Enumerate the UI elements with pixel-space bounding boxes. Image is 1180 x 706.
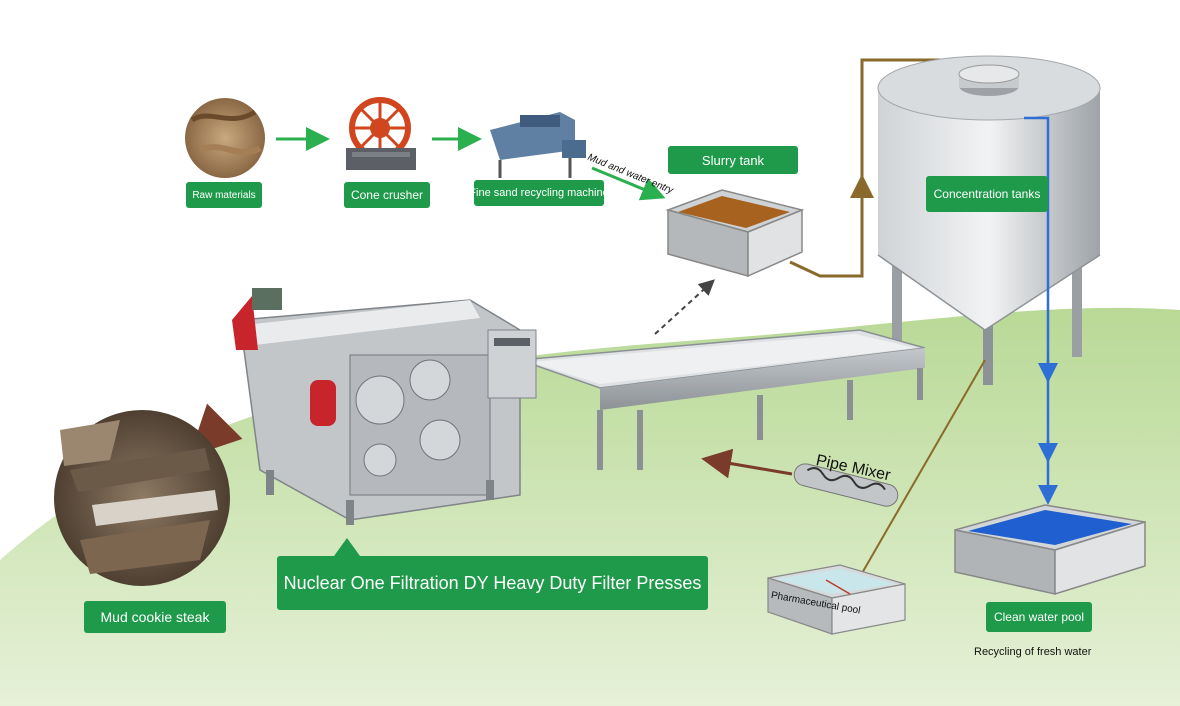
- pipe-mixer-image: [793, 463, 899, 507]
- fine-sand-recycling-label: Fine sand recycling machine: [469, 180, 609, 206]
- mud-cookie-label: Mud cookie steak: [84, 601, 226, 633]
- title-callout-pointer: [334, 538, 360, 556]
- recycling-fresh-water-text: Recycling of fresh water: [974, 646, 1092, 658]
- clean-water-pool-image: [954, 504, 1146, 596]
- fine-sand-machine-image: [490, 112, 586, 178]
- clean-water-pool-label: Clean water pool: [986, 602, 1092, 632]
- cone-crusher-image: [346, 97, 416, 170]
- pharmaceutical-pool-image: [767, 564, 906, 635]
- slurry-tank-image: [665, 189, 805, 278]
- raw-materials-label: Raw materials: [186, 182, 262, 208]
- raw-materials-image: [185, 98, 265, 178]
- main-title-label: Nuclear One Filtration DY Heavy Duty Fil…: [277, 556, 708, 610]
- chemical-dosing-line: [849, 359, 986, 595]
- concentration-tanks-label: Concentration tanks: [926, 176, 1048, 212]
- filter-press-machine-image: [232, 288, 926, 525]
- slurry-tank-label: Slurry tank: [668, 146, 798, 174]
- dashed-arrow-press-to-slurry: [654, 279, 715, 335]
- mud-cake-image: [54, 410, 230, 586]
- arrow-mixer-to-press: [701, 448, 793, 479]
- concentration-tank-image: [877, 55, 1101, 385]
- cone-crusher-label: Cone crusher: [344, 182, 430, 208]
- arrow-mud-water-entry: [591, 166, 666, 201]
